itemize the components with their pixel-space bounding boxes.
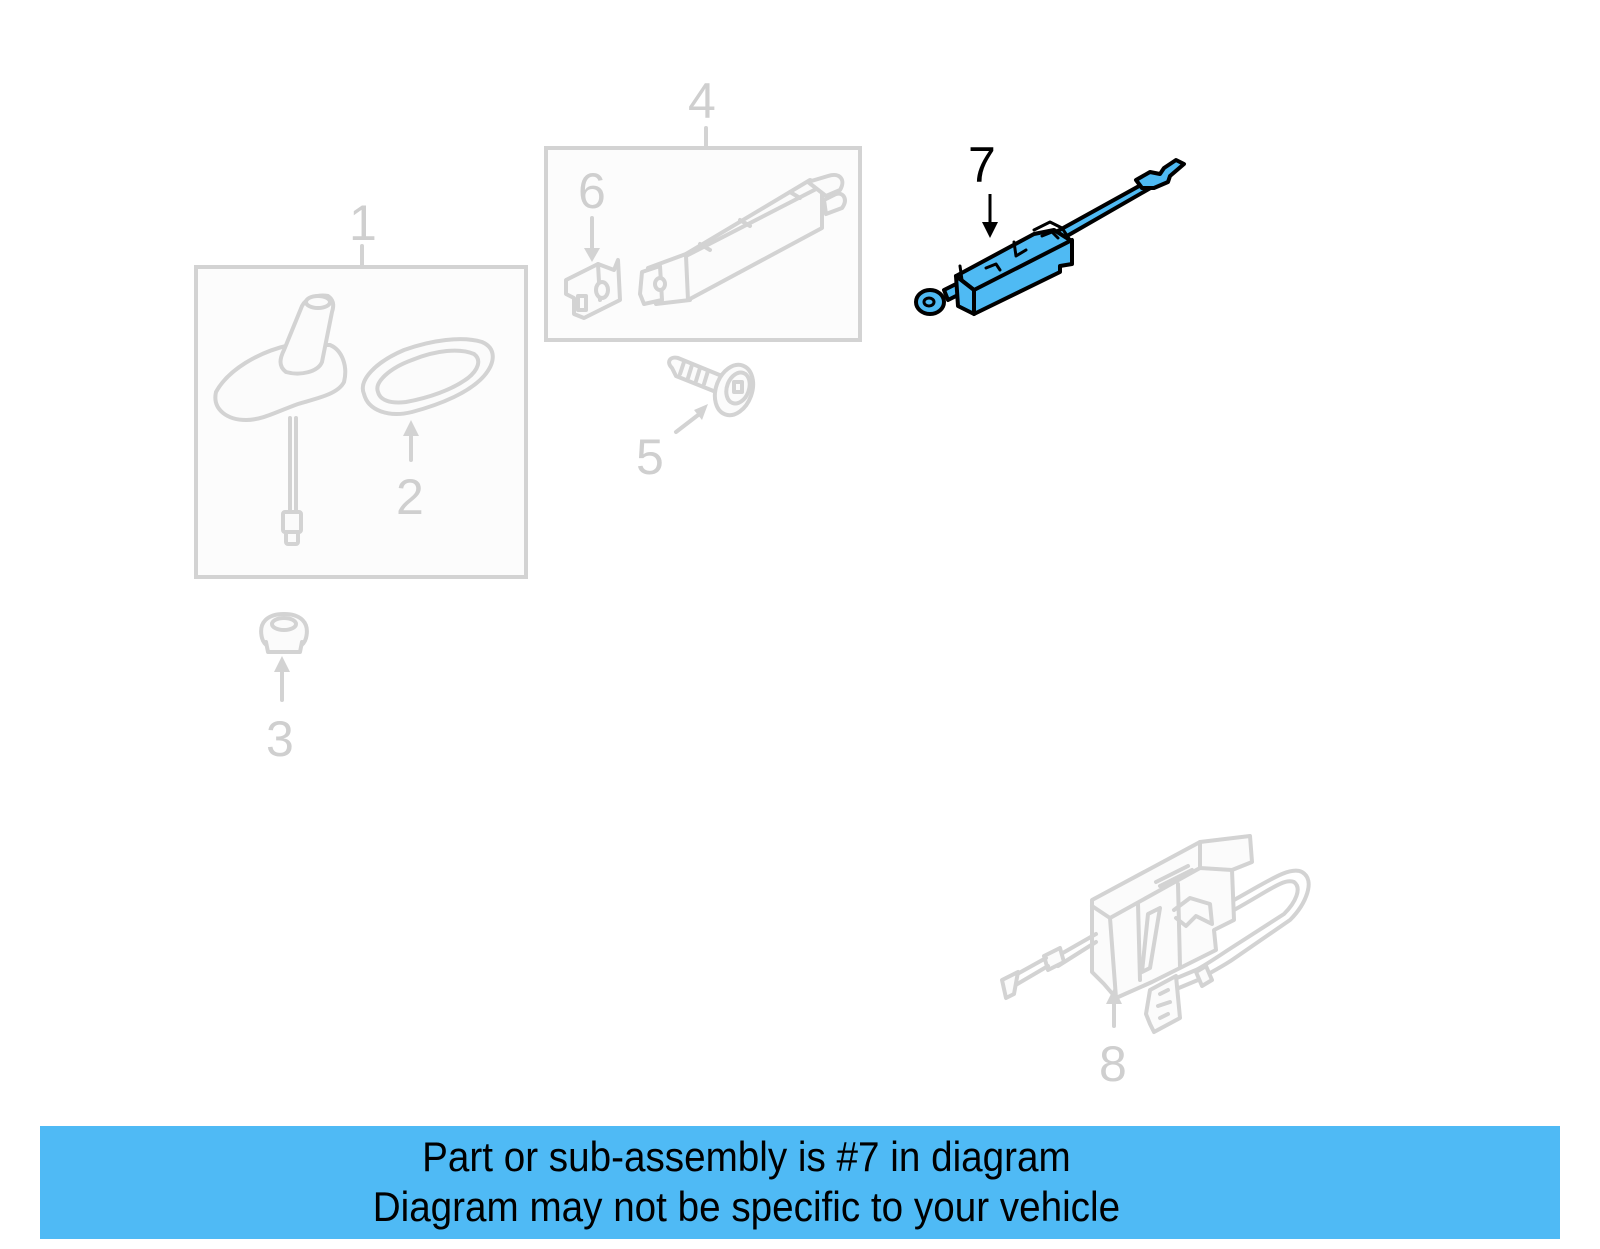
antenna-fin-icon	[213, 293, 348, 546]
callout-3-arrow	[274, 656, 290, 672]
callout-1: 1	[349, 195, 377, 251]
gasket-icon	[360, 337, 495, 462]
part-group-8[interactable]: 8	[1000, 834, 1311, 1092]
callout-5: 5	[636, 429, 664, 485]
amplifier-module-highlight-icon	[914, 158, 1186, 316]
part-group-5[interactable]: 5	[636, 355, 760, 485]
info-banner: Part or sub-assembly is #7 in diagram Di…	[40, 1126, 1560, 1239]
banner-line-part-number: Part or sub-assembly is #7 in diagram	[422, 1133, 1071, 1180]
part-group-4[interactable]: 4 6	[544, 73, 862, 342]
callout-3: 3	[266, 711, 294, 767]
callout-8: 8	[1099, 1036, 1127, 1092]
group-1-box	[194, 265, 528, 579]
nut-icon	[259, 612, 309, 654]
part-group-3[interactable]: 3	[259, 612, 309, 767]
bolt-icon	[667, 355, 756, 418]
banner-line-disclaimer: Diagram may not be specific to your vehi…	[372, 1183, 1121, 1230]
callout-7-arrow-head	[982, 222, 998, 238]
part-group-7[interactable]: 7	[914, 137, 1186, 316]
part-group-1[interactable]: 1 2	[194, 195, 528, 579]
callout-6: 6	[578, 163, 606, 219]
callout-4: 4	[688, 73, 716, 129]
callout-2: 2	[396, 469, 424, 525]
control-module-icon	[1000, 834, 1311, 1034]
bracket-icon	[564, 258, 622, 320]
callout-8-arrow	[1106, 988, 1122, 1004]
callout-7: 7	[968, 137, 996, 193]
amplifier-icon	[638, 173, 847, 306]
